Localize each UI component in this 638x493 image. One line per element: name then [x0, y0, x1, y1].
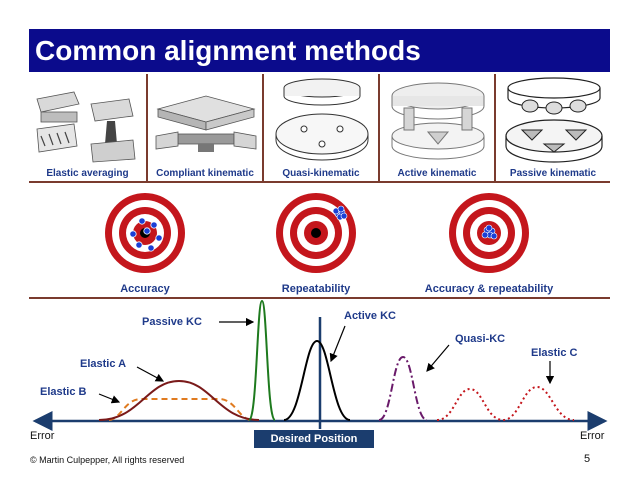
label-elastic-b: Elastic B [40, 386, 87, 398]
slide-title: Common alignment methods [29, 29, 610, 72]
section-divider [29, 297, 610, 299]
panel-quasi-kinematic: Quasi-kinematic [262, 74, 378, 181]
method-label-active-kinematic: Active kinematic [397, 168, 477, 179]
pointer-elastic-a [136, 366, 165, 382]
method-label-elastic-averaging: Elastic averaging [46, 168, 129, 179]
pointer-active-kc [329, 325, 346, 363]
elastic-averaging-illustration [36, 91, 136, 163]
panel-active-kinematic: Active kinematic [378, 74, 494, 181]
panel-passive-kinematic: Passive kinematic [494, 74, 610, 181]
repeatability-target [276, 193, 356, 273]
error-distribution-svg [32, 299, 608, 431]
desired-position-label: Desired Position [254, 430, 374, 448]
label-passive-kc: Passive KC [142, 316, 202, 328]
panel-elastic-averaging: Elastic averaging [29, 74, 146, 181]
target-label-repeatability: Repeatability [281, 283, 351, 295]
target-label-accuracy: Accuracy [120, 283, 170, 295]
curve-elastic-b [108, 398, 252, 421]
targets-row: Accuracy Repeatability Accuracy & repeat… [29, 183, 610, 298]
target-label-accuracy-repeatability: Accuracy & repeatability [424, 283, 554, 295]
passive-kinematic-illustration [505, 77, 603, 163]
label-elastic-c: Elastic C [531, 347, 578, 359]
copyright: © Martin Culpepper, All rights reserved [30, 455, 185, 465]
quasi-kinematic-illustration [275, 78, 369, 161]
accuracy-target [105, 193, 185, 273]
compliant-kinematic-illustration [155, 95, 257, 152]
method-label-passive-kinematic: Passive kinematic [509, 168, 597, 179]
label-elastic-a: Elastic A [80, 358, 127, 370]
pointer-elastic-b [98, 393, 121, 404]
curve-elastic-a [98, 379, 260, 421]
method-label-quasi-kinematic: Quasi-kinematic [282, 168, 360, 179]
curve-elastic-c [436, 385, 575, 422]
accuracy-repeatability-target [449, 193, 529, 273]
panel-compliant-kinematic: Compliant kinematic [146, 74, 262, 181]
error-label-right: Error [580, 430, 605, 442]
active-kinematic-illustration [391, 82, 485, 160]
alignment-methods-row: Elastic averaging Compliant kinematic Qu… [29, 74, 610, 183]
curve-quasi-kc [378, 355, 428, 421]
error-label-left: Error [30, 430, 55, 442]
label-active-kc: Active KC [344, 310, 396, 322]
label-quasi-kc: Quasi-KC [455, 333, 506, 345]
page-number: 5 [584, 453, 591, 465]
error-distribution-plot [29, 299, 610, 449]
targets-graphic [105, 193, 529, 273]
pointer-quasi-kc [426, 344, 450, 372]
curve-active-kc [283, 339, 351, 421]
method-label-compliant-kinematic: Compliant kinematic [156, 168, 254, 179]
curve-passive-kc [248, 299, 276, 421]
